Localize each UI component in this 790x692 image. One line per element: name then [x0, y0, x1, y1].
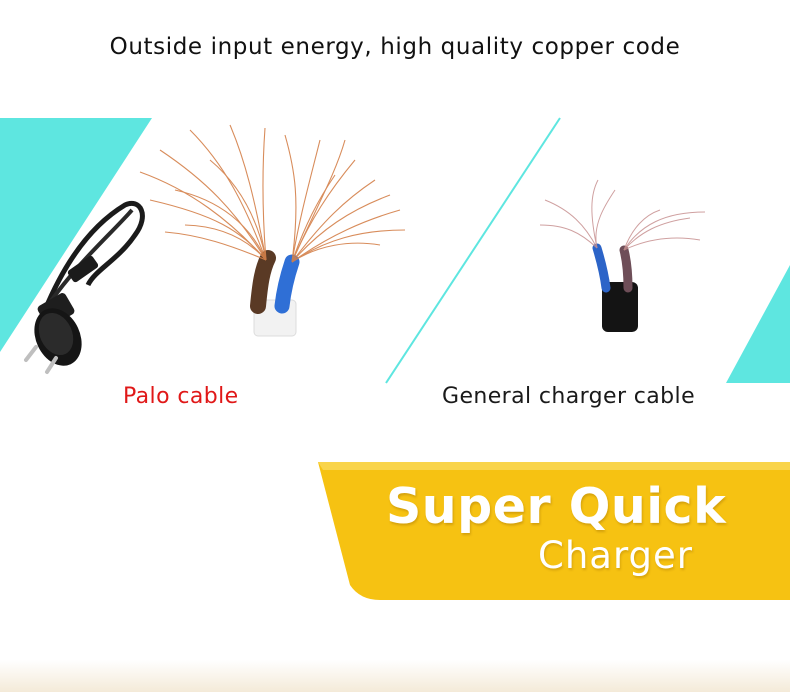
palo-cable-label: Palo cable — [123, 384, 239, 409]
banner-title: Super Quick — [386, 478, 727, 535]
general-cable-image — [539, 179, 706, 332]
general-cable-label: General charger cable — [442, 384, 695, 409]
cyan-accent-right — [726, 265, 790, 383]
banner-background — [318, 462, 790, 600]
divider-diagonal — [385, 117, 561, 384]
bottom-glow — [0, 660, 790, 692]
palo-cable-image — [139, 124, 406, 337]
cyan-accent-left — [0, 118, 152, 352]
banner-subtitle: Charger — [538, 534, 693, 577]
headline: Outside input energy, high quality coppe… — [109, 34, 681, 60]
power-cord-image — [24, 200, 145, 374]
